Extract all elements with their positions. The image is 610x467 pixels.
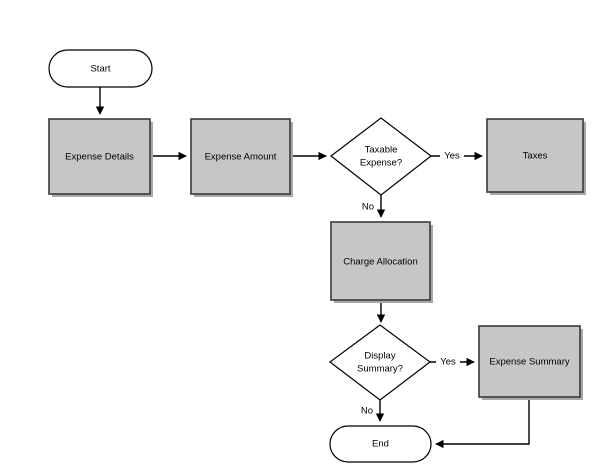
taxable-expense-label-line1: Taxable bbox=[365, 145, 398, 156]
connector-layer: Yes No Yes No bbox=[95, 87, 530, 449]
expense-summary-shape bbox=[478, 325, 581, 398]
edge-label-display-no: No bbox=[361, 406, 373, 417]
node-taxable-expense[interactable]: Taxable Expense? bbox=[330, 117, 432, 196]
node-expense-amount[interactable]: Expense Amount bbox=[190, 118, 293, 197]
display-summary-label-line2: Summary? bbox=[357, 364, 403, 375]
display-summary-label-line1: Display bbox=[364, 351, 395, 362]
node-display-summary[interactable]: Display Summary? bbox=[328, 324, 432, 401]
start-label: Start bbox=[90, 64, 110, 75]
node-expense-summary[interactable]: Expense Summary bbox=[478, 325, 583, 400]
edge-label-backdrop-yes-summary bbox=[436, 354, 460, 369]
charge-allocation-shape bbox=[330, 221, 431, 301]
edge-label-display-yes: Yes bbox=[440, 357, 456, 368]
node-charge-allocation[interactable]: Charge Allocation bbox=[330, 221, 433, 303]
taxable-expense-shape bbox=[330, 117, 432, 196]
charge-allocation-label: Charge Allocation bbox=[343, 257, 417, 268]
expense-amount-label: Expense Amount bbox=[205, 152, 277, 163]
end-label: End bbox=[372, 439, 389, 450]
expense-summary-label: Expense Summary bbox=[489, 357, 570, 368]
expense-details-shape bbox=[48, 118, 151, 195]
edge-expense-summary-to-end bbox=[435, 397, 530, 449]
display-summary-shape bbox=[328, 324, 432, 401]
start-shape bbox=[48, 49, 153, 88]
edge-label-backdrop-yes-taxes bbox=[440, 148, 464, 163]
node-expense-details[interactable]: Expense Details bbox=[48, 118, 153, 197]
expense-details-label: Expense Details bbox=[65, 152, 134, 163]
node-end[interactable]: End bbox=[329, 425, 432, 463]
expense-amount-shape bbox=[190, 118, 291, 195]
node-taxes[interactable]: Taxes bbox=[486, 118, 586, 195]
edge-label-taxable-yes: Yes bbox=[444, 151, 460, 162]
taxable-expense-label-line2: Expense? bbox=[360, 158, 402, 169]
edge-label-taxable-no: No bbox=[362, 202, 374, 213]
taxes-label: Taxes bbox=[523, 151, 548, 162]
end-shape bbox=[329, 425, 432, 463]
taxes-shape bbox=[486, 118, 584, 193]
node-start[interactable]: Start bbox=[48, 49, 153, 88]
